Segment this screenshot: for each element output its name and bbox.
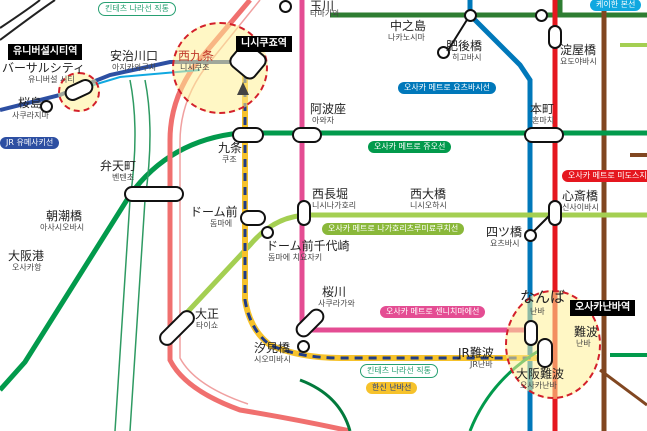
label-shinsaibashi-ko: 신사이바시 bbox=[562, 203, 599, 212]
line-label-yotsubashi: 오사카 메트로 요츠바시선 bbox=[398, 82, 497, 94]
label-sakurajima-jp: 桜島 bbox=[18, 96, 43, 110]
label-nishikujo-ko: 니시쿠조 bbox=[180, 63, 210, 72]
callout-nishikujo: 니시쿠죠역 bbox=[236, 36, 292, 52]
station-dot-sakurajima[interactable] bbox=[40, 100, 53, 113]
station-dot-nakanoshima[interactable] bbox=[464, 9, 477, 22]
line-label-nagahori: 오사카 메트로 나가호리츠루미료쿠치선 bbox=[322, 223, 465, 235]
label-shiomibashi-jp: 汐見橋 bbox=[254, 341, 291, 355]
label-osaka-namba-jp: 大阪難波 bbox=[516, 367, 565, 381]
station-marker-osaka-namba[interactable] bbox=[537, 338, 553, 368]
label-shiomibashi-ko: 시오미바시 bbox=[254, 355, 291, 364]
station-dot-yotsubashi[interactable] bbox=[524, 229, 537, 242]
label-chiyozaki-ko: 돔마에 치요자키 bbox=[268, 253, 323, 262]
label-universal-jp: バーサルシティ bbox=[2, 61, 86, 75]
label-nishiohashi-jp: 西大橋 bbox=[410, 187, 447, 201]
callout-universal-city: 유니버설시티역 bbox=[8, 44, 83, 60]
label-ajikawaguchi-ko: 아지카와구치 bbox=[112, 63, 157, 72]
line-label-kintetsu-direct: 킨테츠 나라선 직통 bbox=[360, 364, 438, 378]
label-osaka-namba-ko: 오사카난바 bbox=[520, 381, 557, 390]
label-sakuragawa-jp: 桜川 bbox=[322, 285, 347, 299]
callout-namba: 오사카난바역 bbox=[570, 300, 636, 316]
label-tamagawa-jp: 玉川 bbox=[310, 0, 335, 13]
label-nishinagahori-jp: 西長堀 bbox=[312, 187, 349, 201]
station-dot-shiomibashi[interactable] bbox=[297, 340, 310, 353]
label-awaza-ko: 아와자 bbox=[312, 116, 335, 125]
label-asashiobashi-jp: 朝潮橋 bbox=[46, 209, 83, 223]
label-nakanoshima-jp: 中之島 bbox=[390, 19, 427, 33]
label-ajikawaguchi-jp: 安治川口 bbox=[110, 49, 159, 63]
label-osakako-jp: 大阪港 bbox=[8, 249, 45, 263]
label-tamagawa-ko: 타마가와 bbox=[310, 9, 340, 18]
label-awaza-jp: 阿波座 bbox=[310, 102, 347, 116]
station-marker-yodoyabashi[interactable] bbox=[548, 25, 562, 49]
label-namba2-jp: 難波 bbox=[574, 325, 599, 339]
line-label-midosuji: 오사카 메트로 미도스지선 bbox=[562, 170, 647, 182]
label-bentencho-jp: 弁天町 bbox=[100, 159, 137, 173]
label-nakanoshima-ko: 나카노시마 bbox=[388, 33, 425, 42]
station-marker-shinsaibashi[interactable] bbox=[548, 200, 562, 226]
label-yodoyabashi-ko: 요도야바시 bbox=[560, 57, 597, 66]
label-jr-namba-ko: JR난바 bbox=[470, 360, 493, 369]
label-taisho-ko: 타이쇼 bbox=[196, 321, 219, 330]
station-marker-kujo[interactable] bbox=[232, 127, 264, 143]
line-label-jr-yumesaki: JR 유메사키선 bbox=[0, 137, 60, 149]
station-marker-awaza[interactable] bbox=[292, 127, 322, 143]
label-nishinagahori-ko: 니시나가호리 bbox=[312, 201, 357, 210]
label-kujo-ko: 쿠조 bbox=[222, 155, 237, 164]
label-hommachi-ko: 혼마치 bbox=[532, 116, 555, 125]
station-marker-nishinagahori[interactable] bbox=[297, 200, 311, 226]
label-namba-jp: なんば bbox=[520, 288, 566, 306]
label-hommachi-jp: 本町 bbox=[530, 102, 555, 116]
label-domemae-jp: ドーム前 bbox=[190, 205, 238, 219]
line-label-hanshin-namba: 한신 난바선 bbox=[366, 382, 418, 394]
line-label-chuo: 오사카 메트로 쥬오선 bbox=[368, 141, 452, 153]
label-jr-namba-jp: JR難波 bbox=[458, 346, 494, 360]
station-dot-tamagawa[interactable] bbox=[279, 0, 292, 13]
station-marker-bentencho[interactable] bbox=[124, 186, 184, 202]
label-osakako-ko: 오사카항 bbox=[12, 263, 42, 272]
label-taisho-jp: 大正 bbox=[195, 307, 220, 321]
label-higobashi-jp: 肥後橋 bbox=[446, 39, 483, 53]
line-label-kintetsu-top: 킨테츠 나라선 직통 bbox=[98, 2, 176, 16]
station-marker-namba[interactable] bbox=[524, 320, 538, 346]
label-yodoyabashi-jp: 淀屋橋 bbox=[560, 43, 597, 57]
direction-arrow-icon bbox=[237, 82, 249, 95]
station-dot-higobashi[interactable] bbox=[437, 46, 450, 59]
station-marker-hommachi[interactable] bbox=[524, 127, 564, 143]
station-marker-domemae[interactable] bbox=[240, 210, 266, 226]
label-namba2-ko: 난바 bbox=[576, 339, 591, 348]
label-universal-ko: 유니버설 시티 bbox=[28, 75, 75, 84]
label-nishiohashi-ko: 니시오하시 bbox=[410, 201, 447, 210]
label-yotsubashi-jp: 四ツ橋 bbox=[486, 225, 523, 239]
label-domemae-ko: 돔마에 bbox=[210, 219, 233, 228]
label-yotsubashi-ko: 요츠바시 bbox=[490, 239, 520, 248]
station-dot-chiyozaki[interactable] bbox=[261, 226, 274, 239]
station-dot-top-right[interactable] bbox=[535, 9, 548, 22]
label-sakuragawa-ko: 사쿠라가와 bbox=[318, 299, 355, 308]
label-sakurajima-ko: 사쿠라지마 bbox=[12, 111, 49, 120]
label-shinsaibashi-jp: 心斎橋 bbox=[562, 189, 599, 203]
label-higobashi-ko: 히고바시 bbox=[452, 53, 482, 62]
label-asashiobashi-ko: 아사시오바시 bbox=[40, 223, 85, 232]
label-bentencho-ko: 벤텐초 bbox=[112, 173, 135, 182]
line-label-sennichimae: 오사카 메트로 센니치마에선 bbox=[380, 306, 486, 318]
label-namba-ko: 난바 bbox=[530, 307, 545, 316]
label-kujo-jp: 九条 bbox=[218, 141, 243, 155]
label-nishikujo-jp: 西九条 bbox=[178, 49, 215, 63]
line-label-keihan-main: 케이한 본선 bbox=[590, 0, 642, 11]
label-chiyozaki-jp: ドーム前千代崎 bbox=[266, 239, 350, 253]
